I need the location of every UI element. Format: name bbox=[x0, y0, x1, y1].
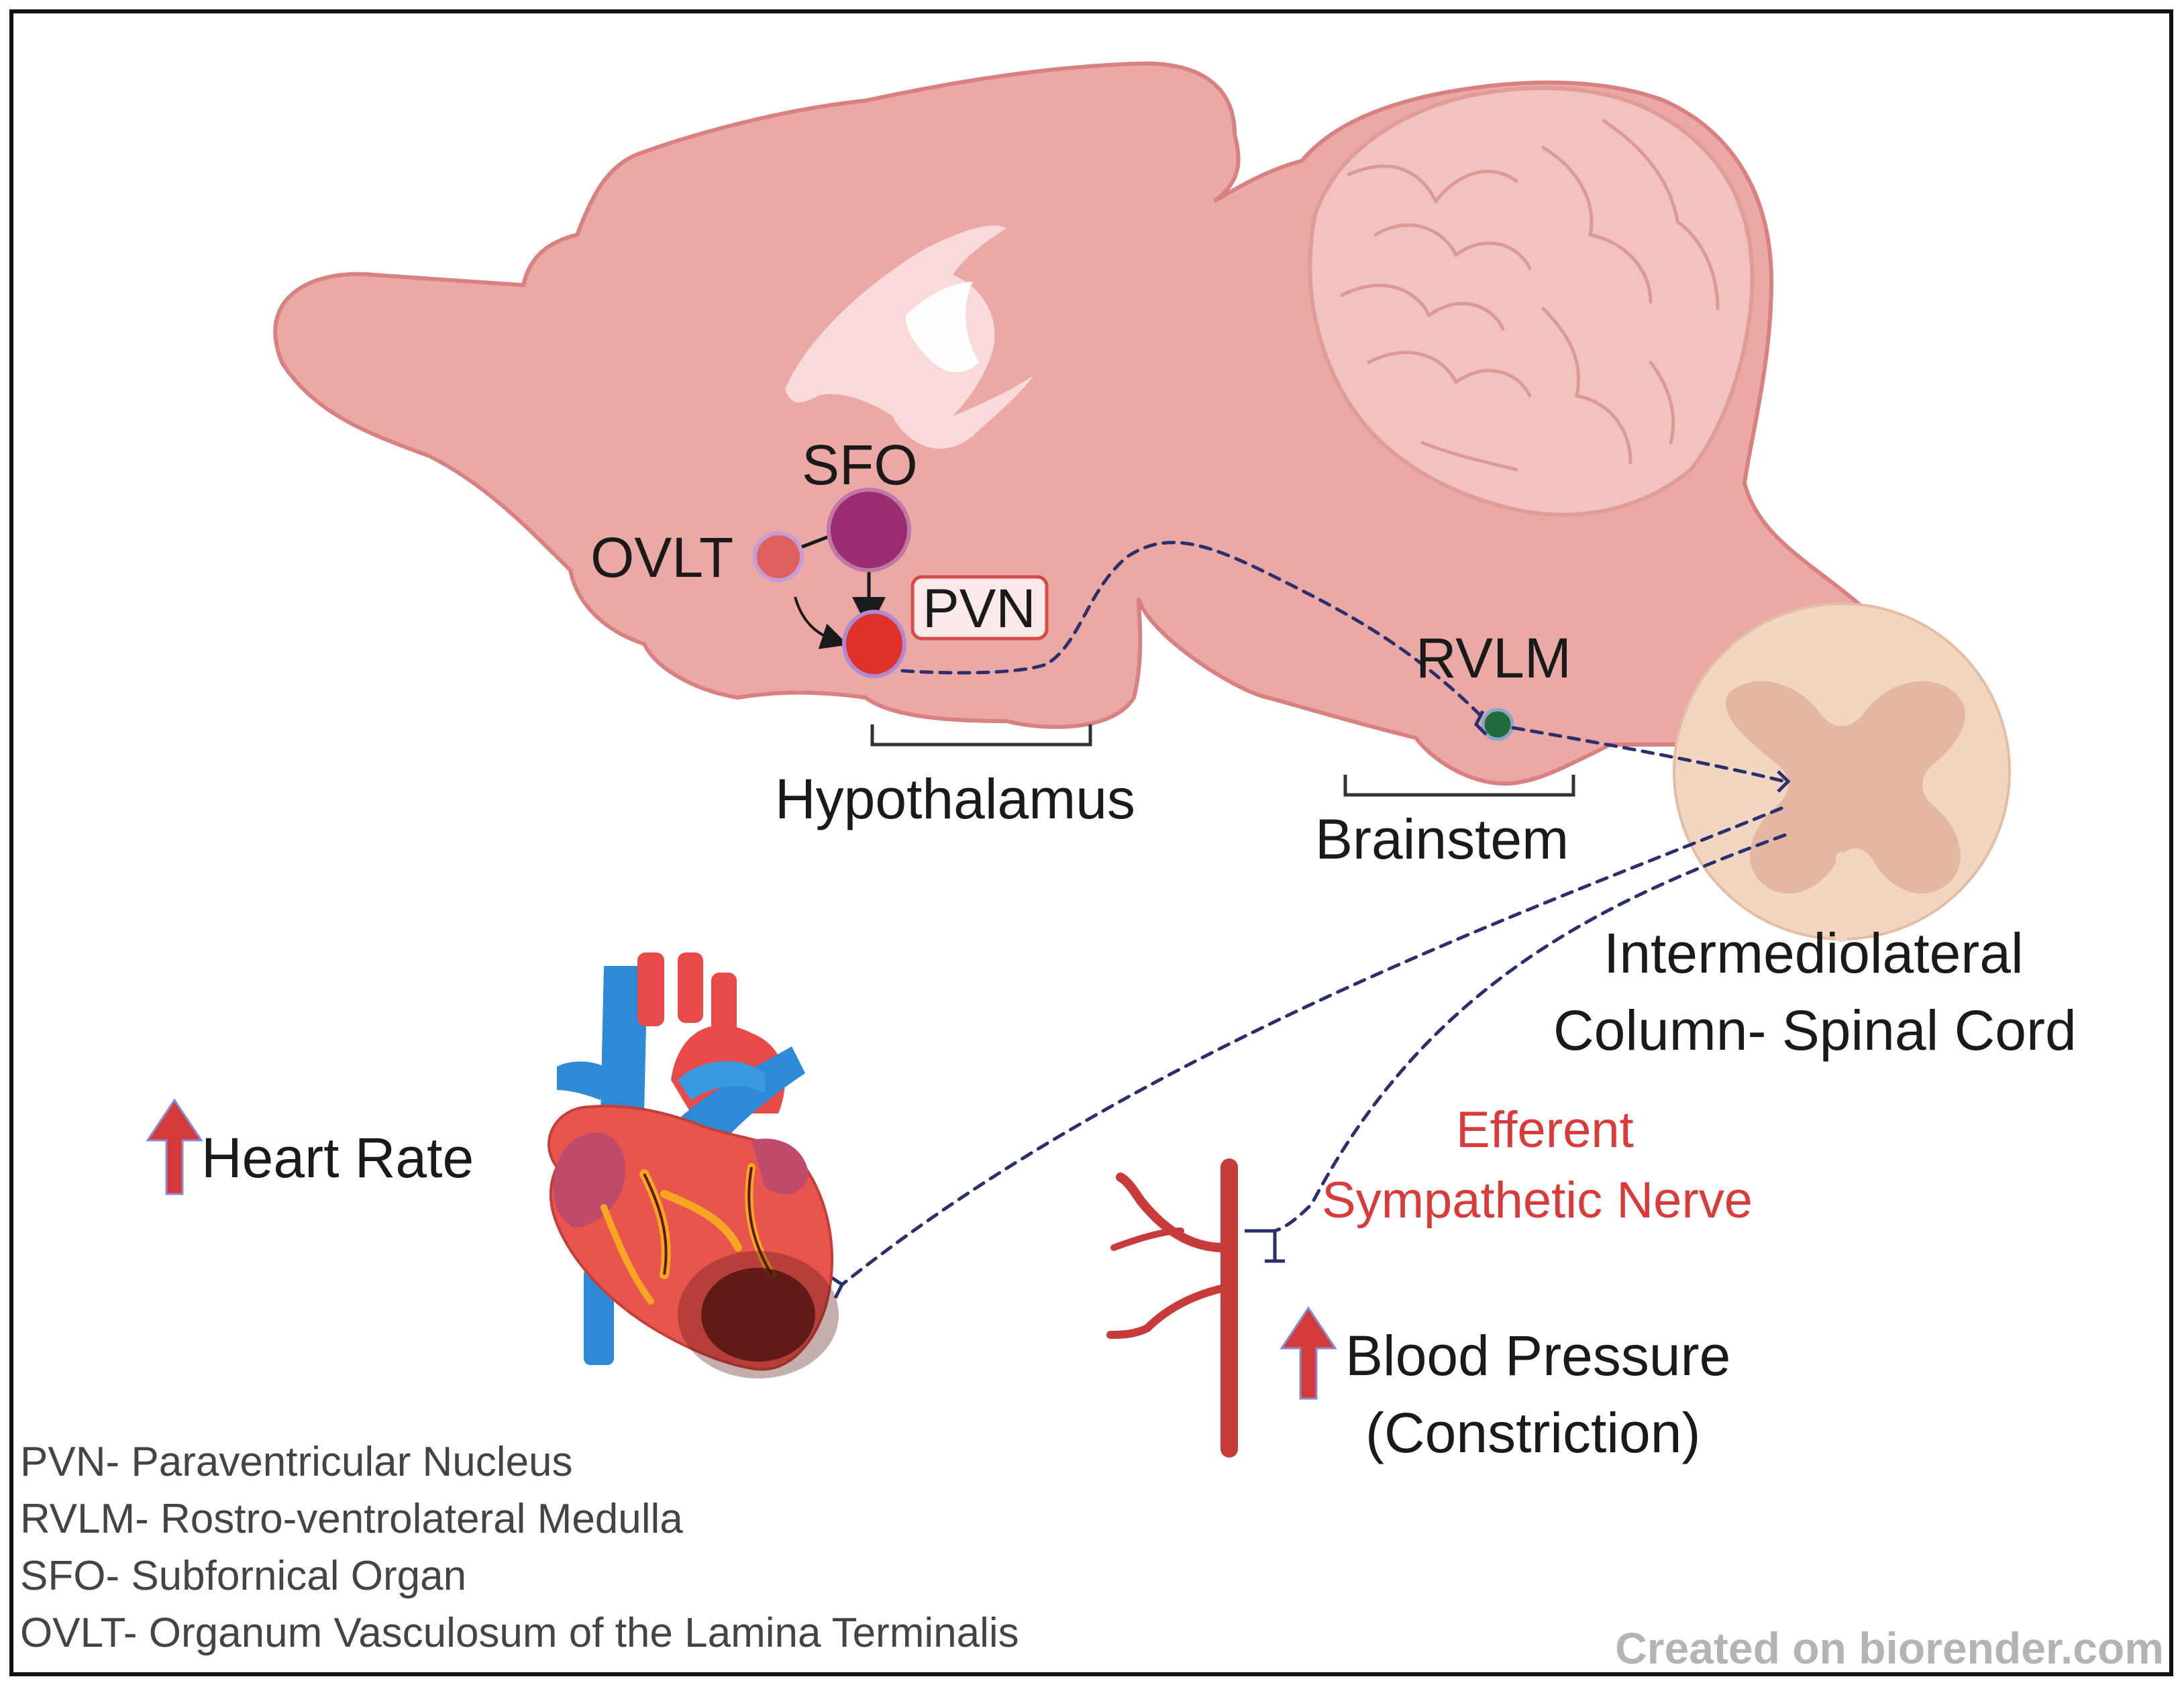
brackets bbox=[870, 724, 1575, 797]
infarct-area bbox=[701, 1268, 815, 1362]
pvn-label-box bbox=[911, 575, 1049, 641]
rvlm-terminal bbox=[1473, 710, 1488, 736]
nuclei bbox=[753, 488, 1514, 741]
nerve-pathway bbox=[840, 541, 1787, 1287]
brainstem-label: Brainstem bbox=[1315, 808, 1569, 871]
vessel-terminal bbox=[1245, 1229, 1285, 1263]
nerve-terminals bbox=[831, 710, 1791, 1299]
legend-item: RVLM- Rostro-ventrolateral Medulla bbox=[20, 1496, 683, 1542]
up-arrow-heart-rate bbox=[146, 1098, 203, 1195]
pvn-node bbox=[842, 610, 906, 678]
spinal-grey-matter bbox=[1725, 681, 1965, 894]
rvlm-label: RVLM bbox=[1416, 627, 1571, 690]
efferent-label-line2: Sympathetic Nerve bbox=[1322, 1172, 1753, 1229]
iml-heart-nerve bbox=[840, 806, 1783, 1287]
legend-item: OVLT- Organum Vasculosum of the Lamina T… bbox=[20, 1610, 1019, 1656]
hypothalamus-bracket bbox=[870, 724, 1092, 747]
up-arrow-blood-pressure bbox=[1280, 1306, 1337, 1400]
sfo-label: SFO bbox=[802, 433, 918, 496]
ventricle-highlight bbox=[785, 225, 1033, 449]
iml-label-line1: Intermediolateral bbox=[1604, 922, 2024, 985]
spinal-cord bbox=[1673, 602, 2011, 942]
ovlt-pvn-arrow bbox=[794, 596, 848, 649]
bp-label-line2: (Constriction) bbox=[1365, 1401, 1700, 1464]
ovlt-label: OVLT bbox=[590, 526, 733, 589]
efferent-label-line1: Efferent bbox=[1456, 1101, 1634, 1158]
heart-illustration bbox=[548, 953, 839, 1378]
legend-item: SFO- Subfornical Organ bbox=[20, 1553, 466, 1599]
sfo-node bbox=[827, 488, 911, 572]
cerebellum-folds bbox=[1340, 119, 1720, 472]
heart-rate-label: Heart Rate bbox=[201, 1126, 474, 1189]
iml-vessel-nerve bbox=[1273, 833, 1787, 1233]
iml-label-line2: Column- Spinal Cord bbox=[1553, 999, 2077, 1062]
heart-terminal bbox=[831, 1276, 845, 1299]
cerebellum bbox=[1308, 86, 1755, 517]
credit-text: Created on biorender.com bbox=[1615, 1623, 2164, 1673]
blood-vessel bbox=[1106, 1158, 1238, 1458]
hypothalamus-label: Hypothalamus bbox=[775, 767, 1135, 830]
brainstem-bracket bbox=[1343, 775, 1575, 797]
iml-terminal-1 bbox=[1777, 770, 1791, 793]
rvlm-node bbox=[1481, 708, 1514, 741]
legend-item: PVN- Paraventricular Nucleus bbox=[20, 1439, 573, 1485]
pvn-label: PVN bbox=[923, 578, 1036, 639]
pvn-rvlm-nerve bbox=[900, 541, 1485, 720]
spinal-fissure bbox=[1836, 852, 1848, 942]
ventricle-lumen bbox=[906, 282, 980, 372]
bp-label-line1: Blood Pressure bbox=[1345, 1324, 1730, 1387]
ovlt-node bbox=[753, 531, 804, 582]
brain bbox=[273, 61, 1894, 786]
rvlm-iml-nerve bbox=[1511, 726, 1787, 783]
legend: PVN- Paraventricular Nucleus RVLM- Rostr… bbox=[20, 1439, 1019, 1656]
